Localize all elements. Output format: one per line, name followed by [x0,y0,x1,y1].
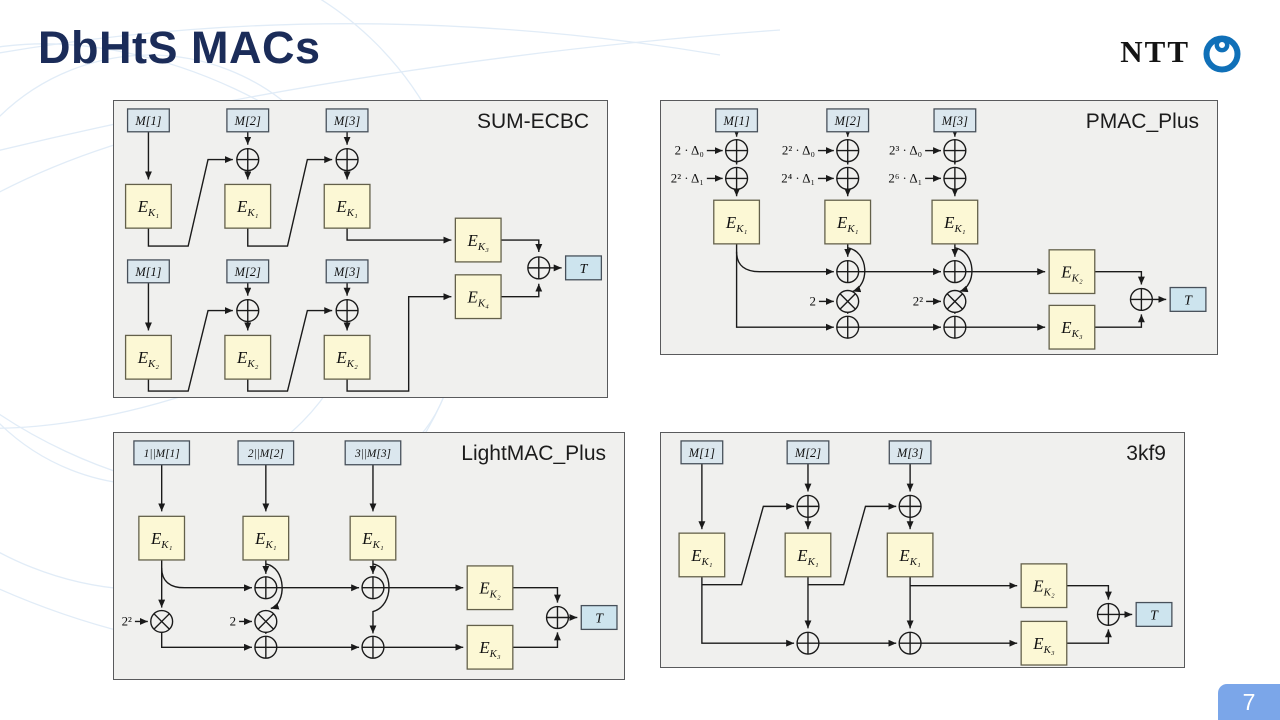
ntt-logo-mark [1203,35,1241,73]
svg-text:T: T [1150,608,1159,623]
cipher-box: EK₁ EK₁ EK₁ EK₂ EK₂ EK₂ EK₃ EK₄ [124,183,502,380]
svg-text:2³ · Δ₀: 2³ · Δ₀ [889,144,922,158]
svg-text:EK₃: EK₃ [1032,634,1055,656]
svg-text:EK₁: EK₁ [898,546,921,568]
multiplier-label: 2² 2 [122,614,236,628]
svg-text:EK₃: EK₃ [1060,318,1083,340]
svg-text:EK₄: EK₄ [467,288,490,310]
svg-text:2||M[2]: 2||M[2] [248,448,284,460]
panel-pmac-plus: 2 · Δ₀ 2² · Δ₁ 2² · Δ₀ 2⁴ · Δ₁ 2³ · Δ₀ 2… [660,100,1218,355]
svg-text:EK₂: EK₂ [335,348,358,370]
svg-text:EK₁: EK₁ [361,529,384,551]
svg-text:M[3]: M[3] [333,265,360,279]
svg-text:M[2]: M[2] [794,446,821,460]
svg-text:EK₁: EK₁ [150,529,173,551]
message-box: M[1] M[2] M[3] [680,440,932,465]
xor-node [254,576,570,659]
tag-box: T [564,255,603,281]
svg-text:2: 2 [230,614,236,628]
panel-lightmac-plus: 2² 2 1||M[1] 2||M[2] 3||M[3] EK₁ EK₁ EK₁… [113,432,625,680]
svg-text:M[2]: M[2] [834,114,861,128]
svg-text:EK₂: EK₂ [478,579,501,601]
wires [698,463,1133,647]
wires [134,464,578,651]
tag-box: T [1169,286,1207,312]
svg-text:T: T [1184,293,1193,308]
svg-text:2⁴ · Δ₁: 2⁴ · Δ₁ [781,171,815,185]
diagram-title: PMAC_Plus [1085,110,1199,133]
xor-node [796,494,1121,655]
svg-text:EK₁: EK₁ [254,529,277,551]
cipher-box: EK₁ EK₁ EK₁ EK₂ EK₃ [138,515,514,670]
svg-text:2² · Δ₁: 2² · Δ₁ [671,171,704,185]
svg-text:M[1]: M[1] [688,446,715,460]
tag-box: T [1135,601,1173,627]
svg-text:M[3]: M[3] [941,114,968,128]
message-box: 1||M[1] 2||M[2] 3||M[3] [133,440,402,466]
svg-text:EK₃: EK₃ [467,231,490,253]
svg-text:EK₂: EK₂ [1032,577,1055,599]
3kf9-diagram: M[1] M[2] M[3] EK₁ EK₁ EK₁ EK₂ EK₃ T [678,440,1173,666]
svg-text:M[1]: M[1] [134,265,161,279]
svg-text:2² · Δ₀: 2² · Δ₀ [782,144,815,158]
multiply-node [836,289,967,314]
svg-text:M[1]: M[1] [134,114,161,128]
svg-text:M[1]: M[1] [723,114,750,128]
svg-text:EK₁: EK₁ [836,213,859,235]
svg-text:EK₁: EK₁ [137,197,160,219]
message-box: M[1] M[2] M[3] [715,108,977,133]
diagram-title: LightMAC_Plus [461,442,606,465]
svg-text:EK₂: EK₂ [137,348,160,370]
xor-node [236,147,551,323]
svg-text:M[2]: M[2] [234,265,261,279]
svg-text:2⁶ · Δ₁: 2⁶ · Δ₁ [888,171,922,185]
page-title: DbHtS MACs [38,22,321,73]
svg-text:T: T [595,611,604,626]
diagram-title: 3kf9 [1126,442,1166,465]
wires [144,131,562,392]
page-number: 7 [1242,688,1256,715]
sum-ecbc-diagram: M[1] M[2] M[3] M[1] M[2] M[3] EK₁ EK₁ EK… [124,108,603,392]
svg-text:EK₁: EK₁ [943,213,966,235]
message-box: M[1] M[2] M[3] M[1] M[2] M[3] [126,108,369,284]
ntt-logo-text: NTT [1120,34,1190,69]
svg-text:3||M[3]: 3||M[3] [354,448,391,460]
svg-text:M[3]: M[3] [333,114,360,128]
svg-text:T: T [580,262,589,277]
svg-text:M[2]: M[2] [234,114,261,128]
svg-text:EK₂: EK₂ [236,348,259,370]
ntt-logo: NTT [1120,30,1244,74]
svg-text:M[3]: M[3] [896,446,923,460]
diagram-title: SUM-ECBC [476,110,589,133]
svg-text:EK₂: EK₂ [1060,263,1083,285]
mask-label: 2 · Δ₀ 2² · Δ₁ 2² · Δ₀ 2⁴ · Δ₁ 2³ · Δ₀ 2… [671,144,923,309]
cipher-box: EK₁ EK₁ EK₁ EK₂ EK₃ [713,199,1096,350]
pmac-plus-diagram: 2 · Δ₀ 2² · Δ₁ 2² · Δ₀ 2⁴ · Δ₁ 2³ · Δ₀ 2… [671,108,1207,350]
svg-text:EK₁: EK₁ [236,197,259,219]
svg-text:EK₁: EK₁ [725,213,748,235]
svg-text:2²: 2² [913,294,923,308]
panel-sum-ecbc: M[1] M[2] M[3] M[1] M[2] M[3] EK₁ EK₁ EK… [113,100,608,398]
svg-text:2²: 2² [122,614,132,628]
svg-text:EK₁: EK₁ [335,197,358,219]
svg-text:2: 2 [810,294,816,308]
panel-3kf9: M[1] M[2] M[3] EK₁ EK₁ EK₁ EK₂ EK₃ T [660,432,1185,668]
page-number-badge: 7 [1218,684,1280,720]
cipher-box: EK₁ EK₁ EK₁ EK₂ EK₃ [678,532,1068,666]
lightmac-plus-diagram: 2² 2 1||M[1] 2||M[2] 3||M[3] EK₁ EK₁ EK₁… [122,440,618,670]
tag-box: T [580,604,618,631]
svg-text:1||M[1]: 1||M[1] [144,448,180,460]
svg-text:2 · Δ₀: 2 · Δ₀ [675,144,704,158]
multiply-node [150,609,278,634]
svg-text:EK₁: EK₁ [690,546,713,568]
svg-text:EK₃: EK₃ [478,638,501,660]
svg-text:EK₁: EK₁ [796,546,819,568]
